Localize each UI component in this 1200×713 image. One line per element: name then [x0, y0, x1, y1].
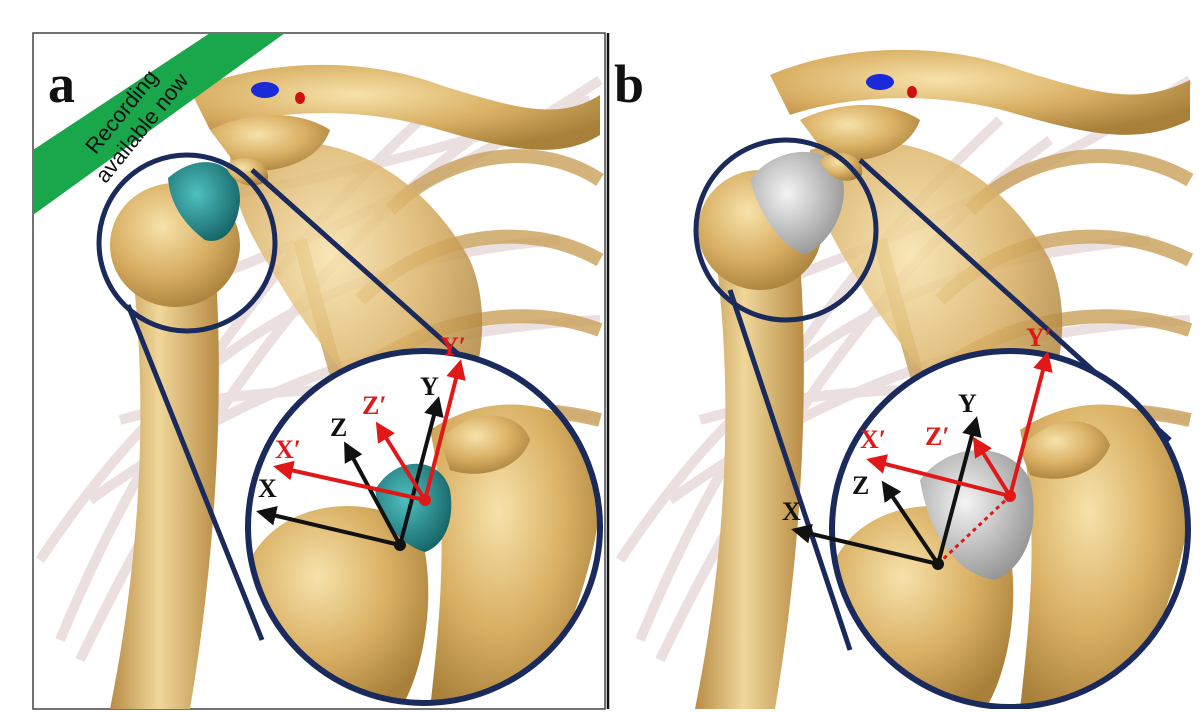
marker-blue [866, 74, 894, 90]
coracoid [225, 157, 269, 186]
axis-label-yp-a: Y′ [440, 332, 466, 361]
axis-label-y-b: Y [958, 389, 977, 418]
zoom-coracoid [440, 415, 530, 474]
marker-blue [251, 82, 279, 98]
zoom-scapula [430, 404, 600, 703]
axis-label-y-a: Y [420, 372, 439, 401]
axis-label-yp-b: Y′ [1026, 323, 1052, 352]
axis-origin-red-b [1004, 490, 1016, 502]
axis-origin-black-a [394, 539, 406, 551]
panel-b: X Y Z X′ Y′ Z′ [615, 49, 1194, 709]
zoom-content-a [248, 404, 600, 703]
axis-label-z-a: Z [330, 413, 347, 442]
axis-label-x-b: X [782, 497, 801, 526]
axis-label-x-a: X [258, 474, 277, 503]
panel-label-b: b [614, 54, 644, 114]
axes-red-a [273, 359, 466, 502]
axes-red-b [866, 351, 1053, 498]
axis-label-zp-a: Z′ [362, 391, 387, 420]
banner-ribbon[interactable] [33, 33, 285, 215]
zoom-ring-a [245, 348, 603, 706]
humerus-shaft [695, 250, 804, 709]
clavicle [770, 49, 1190, 135]
marker-red [907, 86, 917, 98]
implant-teal [168, 162, 240, 241]
axis-label-z-b: Z [852, 471, 869, 500]
axis-origin-red-a [419, 494, 431, 506]
zoom-implant [920, 450, 1034, 580]
axis-origin-black-b [932, 558, 944, 570]
humerus-shaft [110, 250, 219, 709]
implant-grey [750, 151, 844, 255]
magnifier-source-a [96, 152, 278, 334]
panel-a: X Y Z X′ Y′ Z′ [35, 64, 604, 709]
acromion [800, 105, 920, 161]
magnifier-source-b [693, 137, 879, 323]
tangent-line [727, 289, 853, 651]
tangent-line [125, 304, 265, 641]
panel-label-a: a [48, 54, 75, 114]
axes-black-b [791, 416, 982, 566]
zoom-coracoid [1020, 421, 1110, 479]
axis-label-zp-b: Z′ [925, 422, 950, 451]
clavicle [190, 64, 600, 150]
zoom-ring-b [829, 348, 1191, 709]
dotted-link-b [936, 494, 1012, 566]
axis-label-xp-a: X′ [275, 435, 301, 464]
zoom-scapula [1020, 404, 1188, 707]
marker-red [295, 92, 305, 104]
coracoid [820, 152, 863, 181]
axis-label-xp-b: X′ [860, 425, 886, 454]
axes-black-a [256, 396, 444, 547]
acromion [210, 115, 330, 171]
